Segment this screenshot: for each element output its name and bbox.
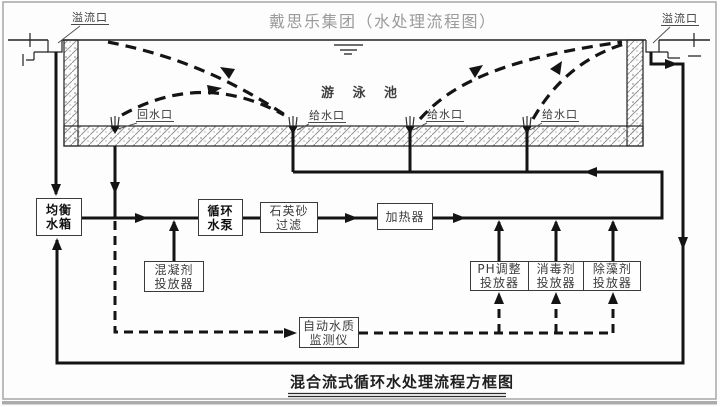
flow-arrow-icon <box>284 328 297 338</box>
pool-name-label: 游 泳 池 <box>321 86 405 101</box>
pipe-overflow-right-return <box>55 52 685 365</box>
flow-arrow-icon <box>551 220 561 231</box>
overflow-port-right-label: 溢流口 <box>661 12 699 26</box>
algaecide-doser-label-2: 投放器 <box>592 276 632 290</box>
pool-floor <box>63 125 644 147</box>
diagram-title: 戴思乐集团（水处理流程图） <box>269 12 497 31</box>
flow-arrow-icon <box>52 238 62 250</box>
circulation-arc <box>107 40 289 119</box>
flow-arrow-icon <box>169 220 179 231</box>
return-port-label: 回水口 <box>136 108 174 122</box>
disinfectant-doser-box: 消毒剂 投放器 <box>527 261 585 291</box>
flow-arrow-icon <box>608 292 618 304</box>
disinfectant-doser-label-1: 消毒剂 <box>536 262 576 276</box>
port-symbols <box>110 116 532 134</box>
ph-doser-label-1: PH调整 <box>477 262 522 276</box>
flow-arrow-icon <box>207 85 222 95</box>
water-quality-monitor-label-1: 自动水质 <box>302 318 355 333</box>
flow-arrow-icon <box>135 213 148 223</box>
flow-arrow-icon <box>494 220 504 231</box>
pipes-dashed <box>113 221 615 335</box>
supply-port-label-1: 给水口 <box>308 109 346 123</box>
flow-arrow-icon <box>550 61 562 75</box>
caption-underline <box>288 392 506 398</box>
port-icon <box>110 126 120 134</box>
algaecide-doser-box: 除藻剂 投放器 <box>583 261 642 291</box>
coagulant-doser-box: 混凝剂 投放器 <box>144 261 204 292</box>
pipe-supply-risers <box>291 130 529 172</box>
sampling-line-to-monitor <box>113 221 283 334</box>
disinfectant-doser-label-2: 投放器 <box>536 276 576 290</box>
circulation-pump-box: 循环 水泵 <box>198 199 243 236</box>
water-level-icon <box>334 44 363 55</box>
leader-lines <box>57 25 671 131</box>
flow-arrow-icon <box>678 237 688 250</box>
flow-arrow-icon <box>51 184 61 196</box>
flow-arrow-icon <box>110 182 120 194</box>
flow-arrow-icon <box>608 220 618 231</box>
flow-arrow-icon <box>494 292 504 304</box>
overflow-port-left-label: 溢流口 <box>71 11 109 25</box>
coagulant-doser-label-1: 混凝剂 <box>154 262 194 277</box>
supply-port-label-3: 给水口 <box>541 108 579 122</box>
circulation-pump-label-2: 水泵 <box>207 217 234 232</box>
balance-tank-label-2: 水箱 <box>45 217 72 231</box>
balance-tank-box: 均衡 水箱 <box>36 198 82 236</box>
sand-filter-box: 石英砂 过滤 <box>260 202 318 233</box>
water-quality-monitor-label-2: 监测仪 <box>309 332 349 347</box>
pipe-doser-feeds <box>172 222 615 261</box>
ph-doser-box: PH调整 投放器 <box>470 261 529 291</box>
flow-arrows <box>51 59 688 338</box>
port-icon <box>522 126 532 134</box>
water-quality-monitor-box: 自动水质 监测仪 <box>299 317 359 348</box>
pipe-main-line <box>82 170 664 220</box>
port-icon <box>288 126 298 134</box>
flow-arrow-icon <box>469 65 483 78</box>
flow-arrow-icon <box>220 67 235 79</box>
supply-port-label-2: 给水口 <box>426 108 464 122</box>
coagulant-doser-label-2: 投放器 <box>154 276 194 291</box>
circulation-arc-arrows <box>207 61 562 95</box>
heater-box: 加热器 <box>377 203 433 230</box>
flow-arrow-icon <box>665 59 678 69</box>
circulation-arc <box>531 42 625 120</box>
overflow-gutter-right <box>645 33 701 59</box>
flow-arrow-icon <box>345 213 358 223</box>
heater-label: 加热器 <box>385 209 425 224</box>
sand-filter-label-2: 过滤 <box>275 217 302 232</box>
ph-doser-label-2: 投放器 <box>479 276 519 290</box>
pool-structure <box>8 39 710 147</box>
signal-line-to-dosers <box>359 306 615 335</box>
circulation-pump-label-1: 循环 <box>207 203 234 218</box>
sand-filter-label-1: 石英砂 <box>269 203 309 218</box>
circulation-arc <box>418 40 623 121</box>
balance-tank-label-1: 均衡 <box>45 203 72 217</box>
algaecide-doser-label-1: 除藻剂 <box>592 262 632 276</box>
flow-arrow-icon <box>584 167 597 177</box>
flow-arrow-icon <box>551 292 561 304</box>
diagram-caption: 混合流式循环水处理流程方框图 <box>290 373 515 391</box>
flow-arrow-icon <box>453 213 466 223</box>
circulation-arcs <box>107 40 625 121</box>
port-icon <box>405 126 415 134</box>
circulation-arc <box>121 90 285 117</box>
